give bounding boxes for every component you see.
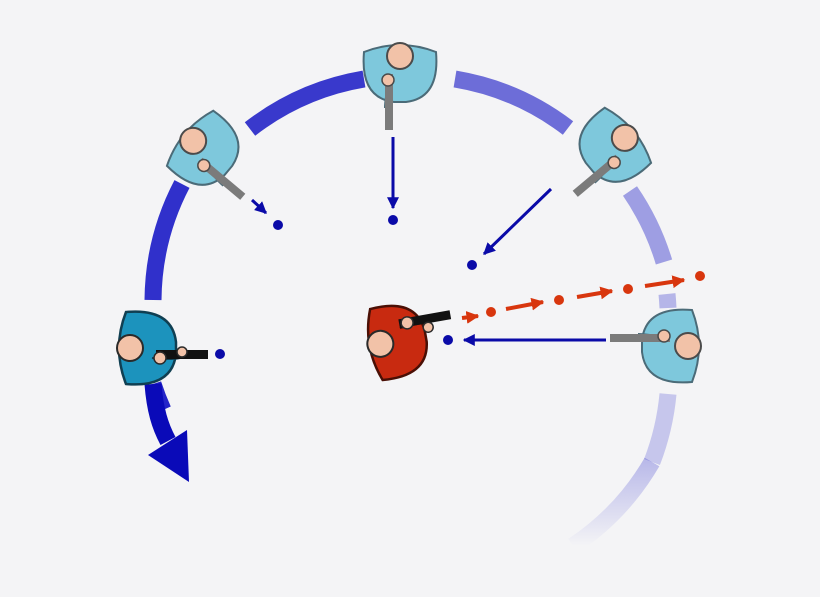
figure-northeast — [572, 106, 653, 197]
figure-northwest — [165, 109, 246, 200]
figure-center — [366, 304, 452, 382]
arc-segment-upper-right — [453, 70, 574, 135]
arc-segment-left — [144, 180, 190, 301]
arc-segment-right-2 — [658, 293, 677, 309]
shot-center — [461, 271, 705, 324]
arc-segment-right-3 — [644, 393, 677, 466]
person-icon — [165, 109, 246, 200]
arc-segment-right-1 — [622, 186, 673, 265]
shot-west — [215, 349, 225, 359]
shot-northeast — [467, 187, 553, 270]
person-icon — [366, 304, 452, 382]
person-icon — [572, 106, 653, 197]
shot-north — [387, 137, 399, 225]
person-icon — [116, 310, 208, 386]
arc-segment-upper-left — [244, 70, 366, 136]
motion-arc — [144, 70, 677, 554]
person-icon — [610, 308, 702, 384]
shot-northwest — [250, 198, 283, 230]
arc-segment-tail — [568, 457, 660, 554]
shot-east — [443, 334, 606, 346]
curved-arrow-icon — [144, 383, 189, 482]
figure-north — [362, 42, 438, 130]
person-icon — [362, 42, 438, 130]
figure-east — [610, 308, 702, 384]
shot-lines — [215, 137, 705, 359]
figure-west — [116, 310, 208, 386]
